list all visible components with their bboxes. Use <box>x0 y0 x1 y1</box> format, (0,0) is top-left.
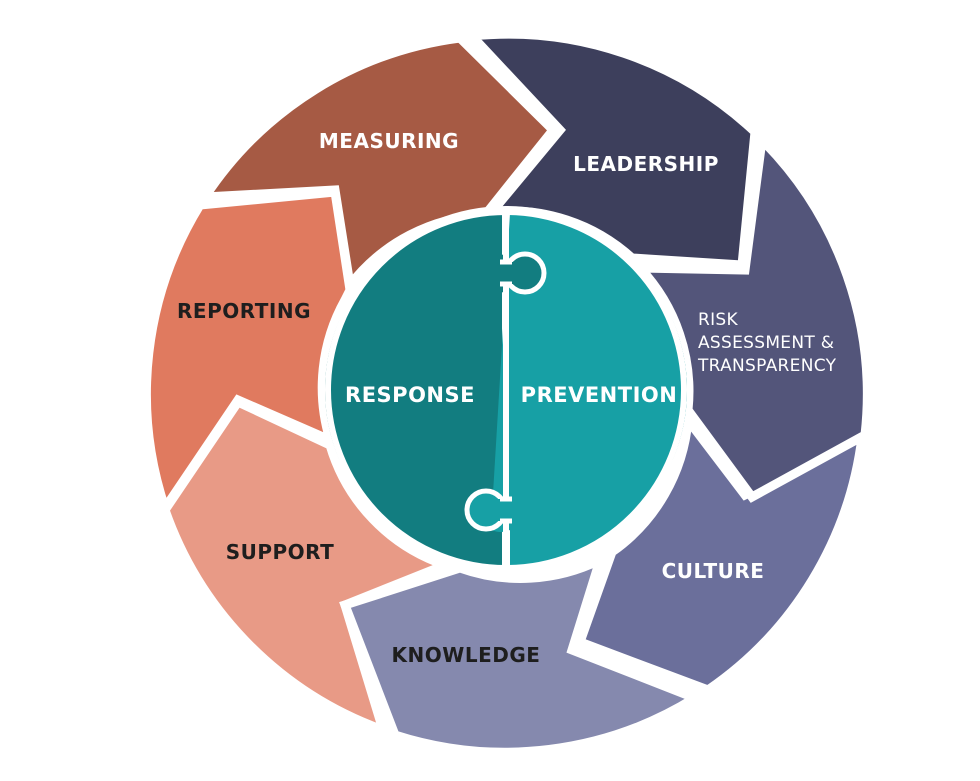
segment-support: SUPPORT <box>160 396 458 738</box>
segment-label-risk-line2: ASSESSMENT & <box>698 333 834 353</box>
center-label-response: RESPONSE <box>345 383 475 407</box>
segment-label-culture: CULTURE <box>662 559 765 583</box>
segment-label-risk-line1: RISK <box>698 310 739 330</box>
center-left-response <box>325 213 536 567</box>
segment-label-knowledge: KNOWLEDGE <box>392 643 541 667</box>
segment-knowledge: KNOWLEDGE <box>339 551 706 757</box>
segment-risk-assessment: RISK ASSESSMENT & TRANSPARENCY <box>629 130 872 503</box>
segment-measuring: MEASURING <box>196 33 560 297</box>
segment-label-reporting: REPORTING <box>177 299 311 323</box>
segment-label-support: SUPPORT <box>226 540 335 564</box>
center-label-prevention: PREVENTION <box>521 383 678 407</box>
center-puzzle: RESPONSE PREVENTION <box>322 206 690 574</box>
segment-culture: CULTURE <box>574 407 868 696</box>
segment-label-measuring: MEASURING <box>319 129 459 153</box>
segment-label-leadership: LEADERSHIP <box>573 152 719 176</box>
segment-label-risk-line3: TRANSPARENCY <box>697 356 837 376</box>
